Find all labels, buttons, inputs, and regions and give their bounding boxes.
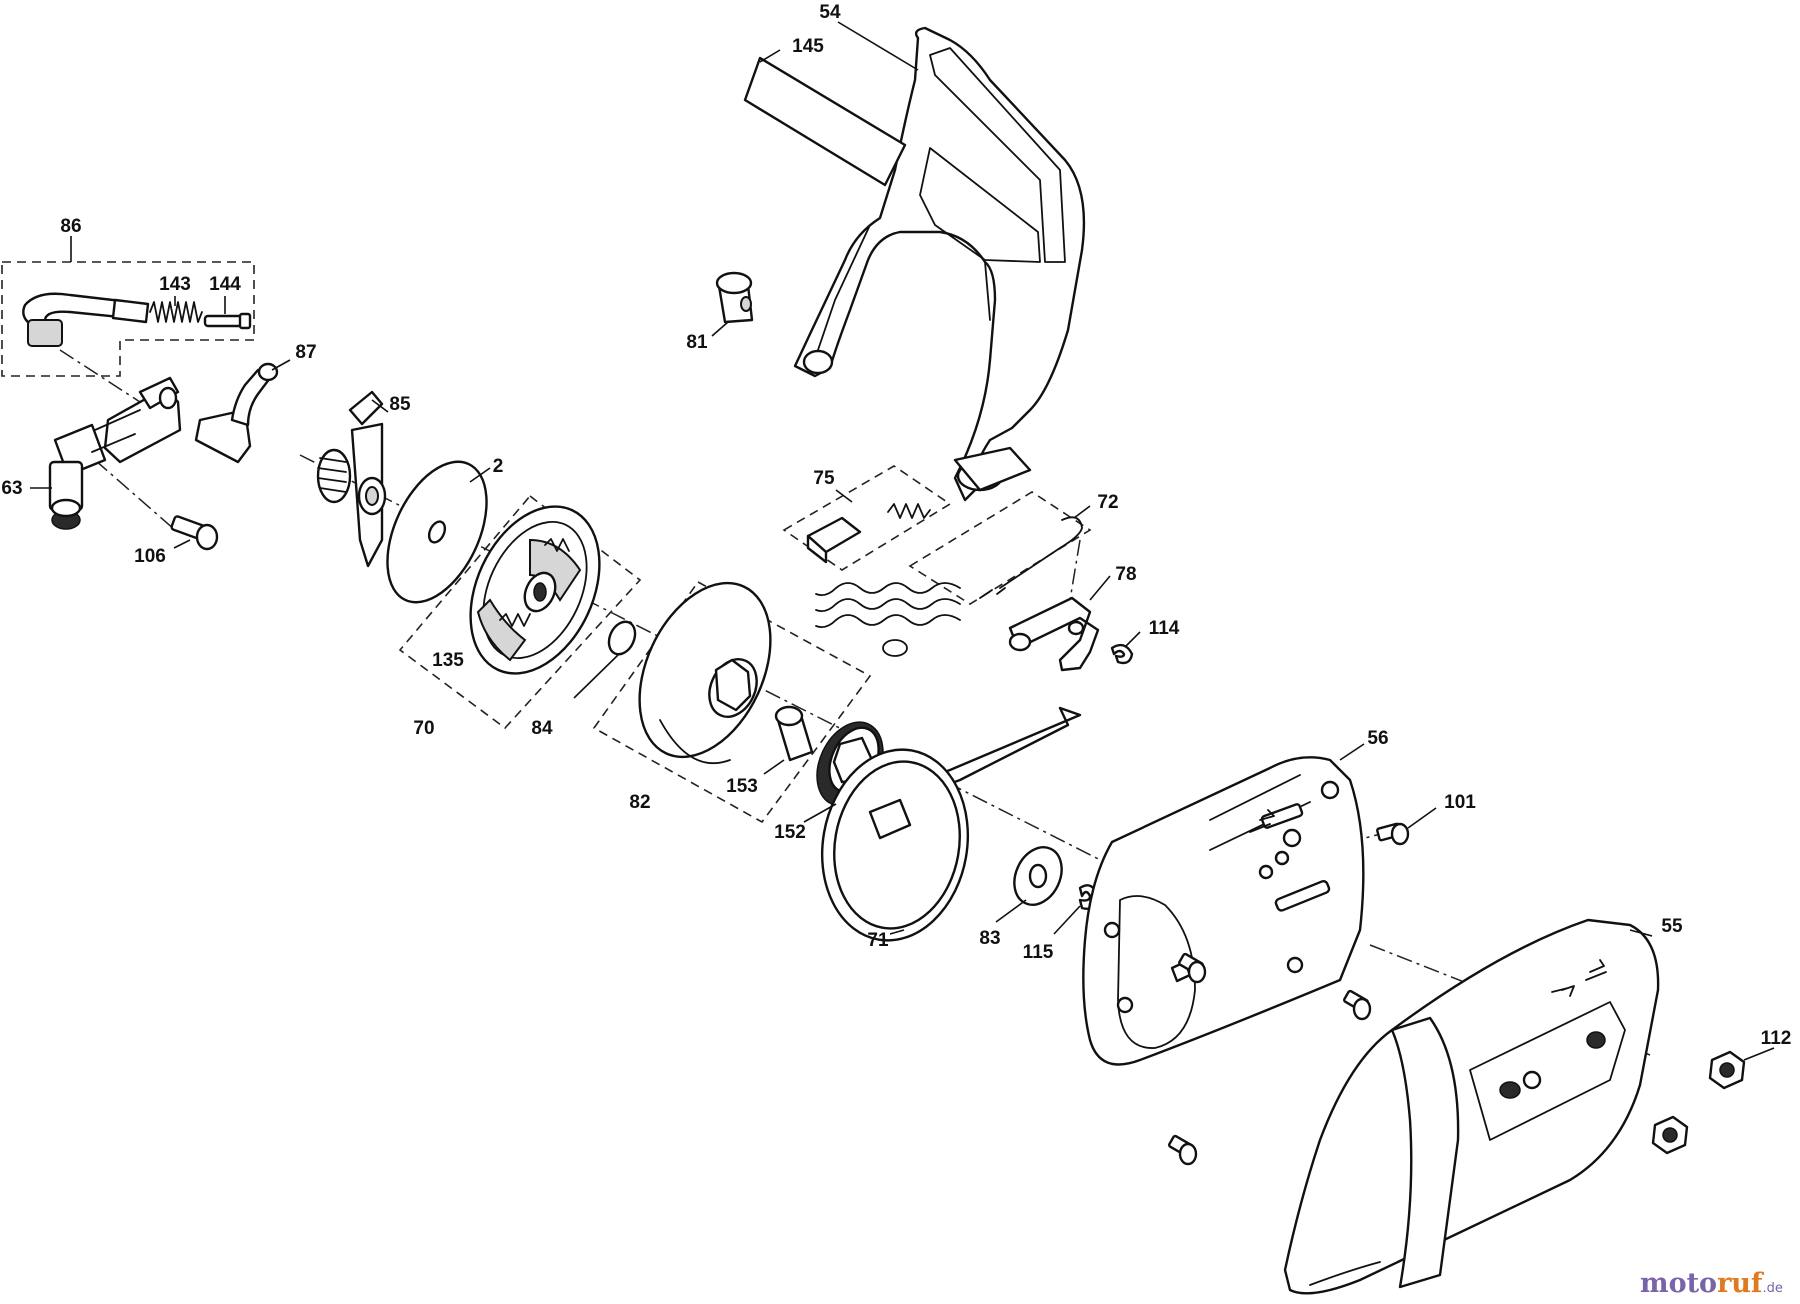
callout-152: 152: [774, 822, 806, 843]
callout-144: 144: [209, 274, 241, 295]
bolt-101: [1376, 822, 1410, 846]
watermark-suffix: .de: [1763, 1281, 1783, 1296]
callout-87: 87: [295, 342, 316, 363]
brake-lever-78: [1008, 596, 1100, 672]
group-box-82: [592, 580, 872, 824]
callout-54: 54: [819, 2, 841, 23]
leader-101: [1407, 807, 1437, 829]
oil-line-87: [194, 362, 279, 464]
brake-band-71: [820, 706, 1082, 942]
washer-83: [1013, 846, 1063, 906]
callout-63: 63: [1, 478, 22, 499]
axis-line-spring: [1069, 539, 1081, 601]
axis-line-screw-106: [94, 459, 176, 531]
callout-82: 82: [629, 792, 650, 813]
callout-71: 71: [867, 930, 889, 951]
hand-guard-54: [793, 26, 1086, 502]
warning-label-145: [743, 56, 907, 187]
callout-55: 55: [1661, 916, 1683, 937]
group-box-78: [908, 491, 1092, 605]
callout-70: 70: [413, 718, 434, 739]
callout-83: 83: [979, 928, 1000, 949]
leader-83: [995, 899, 1027, 923]
oil-hose-assembly-86: [22, 292, 150, 347]
worm-gear-85: [316, 390, 387, 568]
bushing-81: [715, 271, 754, 324]
callout-56: 56: [1367, 728, 1388, 749]
callout-145: 145: [792, 36, 824, 57]
callout-135: 135: [432, 650, 464, 671]
clutch-drum-82: [638, 581, 772, 765]
bolt-cover-screw-2: [1343, 989, 1372, 1021]
washer-84: [607, 620, 637, 656]
leader-75: [835, 489, 853, 503]
group-box-86: [1, 261, 255, 377]
group-box-70: [398, 494, 642, 730]
screw-106: [170, 515, 219, 551]
spring-143: [149, 301, 203, 323]
pin-144: [203, 312, 252, 330]
leader-153: [763, 759, 785, 775]
leader-115: [1053, 905, 1081, 935]
brake-spring-72: [815, 516, 1083, 657]
leader-106: [173, 539, 191, 549]
callout-84: 84: [531, 718, 553, 739]
clutch-spring-135: [499, 538, 570, 627]
leader-56: [1339, 743, 1365, 761]
callout-75: 75: [813, 468, 835, 489]
callout-153: 153: [726, 776, 758, 797]
callout-78: 78: [1115, 564, 1136, 585]
callout-72: 72: [1097, 492, 1118, 513]
svg-text:motoruf.de: motoruf.de: [1640, 1268, 1783, 1299]
leader-85: [371, 399, 389, 413]
callout-85: 85: [389, 394, 411, 415]
callout-115: 115: [1023, 942, 1054, 963]
circlip-114: [1110, 643, 1134, 665]
callout-114: 114: [1149, 618, 1180, 639]
callout-112: 112: [1761, 1028, 1792, 1049]
watermark-brand-a: moto: [1640, 1268, 1717, 1299]
sprocket-cover-55: [1283, 918, 1660, 1295]
nut-112-second: [1651, 1115, 1689, 1155]
leader-72: [1073, 505, 1091, 519]
callout-101: 101: [1444, 792, 1476, 813]
leader-78: [1089, 575, 1111, 601]
watermark-brand-b: ruf: [1717, 1268, 1765, 1299]
washer-disc-2: [386, 460, 488, 604]
leader-71: [889, 929, 905, 935]
leader-152: [803, 803, 837, 823]
leader-81: [711, 321, 729, 337]
nut-112: [1708, 1050, 1746, 1090]
brake-spring-block-75: [806, 503, 931, 564]
leader-84: [573, 654, 619, 699]
callout-106: 106: [134, 546, 166, 567]
leader-2: [469, 467, 491, 483]
leader-112: [1743, 1047, 1775, 1061]
leader-54: [837, 21, 919, 71]
leader-87: [271, 359, 291, 371]
leader-145: [759, 49, 781, 63]
oil-pump-63: [48, 376, 182, 530]
sprocket-cover-plate-56: [1082, 756, 1365, 1066]
leader-114: [1125, 631, 1141, 647]
callout-2: 2: [493, 456, 504, 477]
bolt-cover-screw-3: [1168, 1134, 1198, 1166]
leader-55: [1629, 929, 1653, 937]
callout-81: 81: [686, 332, 708, 353]
watermark-logo: motoruf.de: [1640, 1268, 1783, 1299]
callout-86: 86: [60, 216, 81, 237]
needle-bearing-153: [774, 705, 814, 762]
callout-143: 143: [159, 274, 191, 295]
bolt-cover-screw-1: [1178, 952, 1207, 984]
